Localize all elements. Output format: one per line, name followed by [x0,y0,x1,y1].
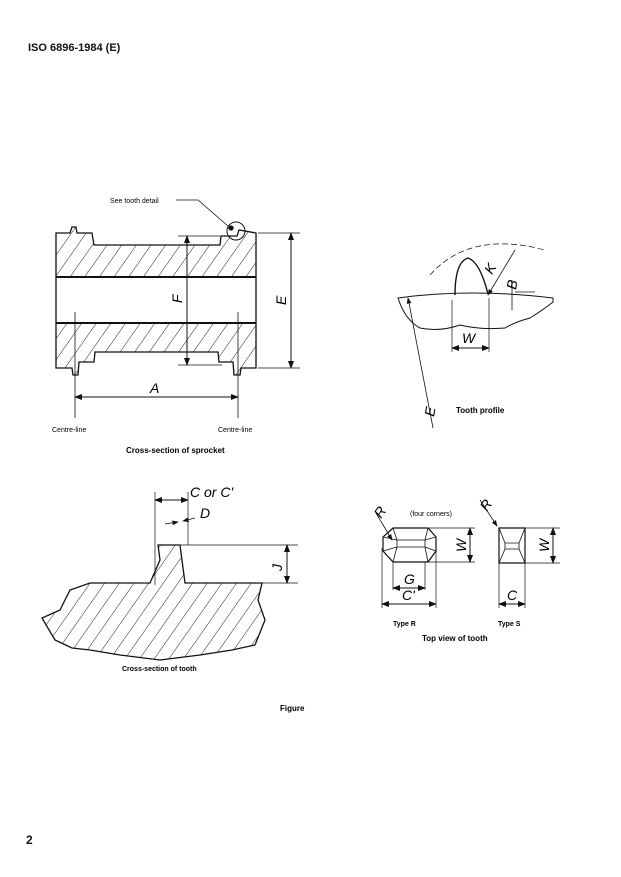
tooth-cross-section [41,492,298,661]
dim-label-k: K [481,260,500,277]
dim-label-e: E [273,295,289,305]
see-tooth-detail-note: See tooth detail [110,198,159,205]
figure-caption: Figure [280,704,305,713]
dim-label-a: A [149,380,159,396]
dim-label-c-or-c-prime: C or C' [190,484,234,500]
tooth-section-caption: Cross-section of tooth [122,666,197,673]
sprocket-caption: Cross-section of sprocket [126,446,225,455]
centre-line-right-label: Centre-line [218,427,252,434]
page-number: 2 [26,833,33,847]
sprocket-cross-section [55,199,300,418]
dim-label-w: W [462,330,477,346]
centre-line-left-label: Centre-line [52,427,86,434]
dim-label-w-type-r: W [453,537,469,552]
dim-label-g: G [404,571,415,587]
tooth-profile-drawing [397,243,554,429]
type-r-label: Type R [393,621,416,628]
dim-label-b: B [503,279,520,291]
dim-label-j: J [269,563,285,572]
dim-label-w-type-s: W [536,537,552,552]
four-corners-note: (four corners) [410,511,452,518]
dim-label-r-type-s: R [476,496,495,513]
type-s-label: Type S [498,621,521,628]
top-view-caption: Top view of tooth [422,634,488,643]
dim-label-c-prime: C' [402,587,416,603]
dim-label-r-type-r: R [370,503,389,520]
dim-label-d: D [200,505,210,521]
dim-label-c: C [507,587,518,603]
dim-label-f: F [169,293,185,303]
document-header: ISO 6896-1984 (E) [28,42,121,54]
dim-label-e-profile: E [421,405,438,418]
tooth-profile-caption: Tooth profile [456,406,505,415]
top-view-drawing [375,499,560,608]
